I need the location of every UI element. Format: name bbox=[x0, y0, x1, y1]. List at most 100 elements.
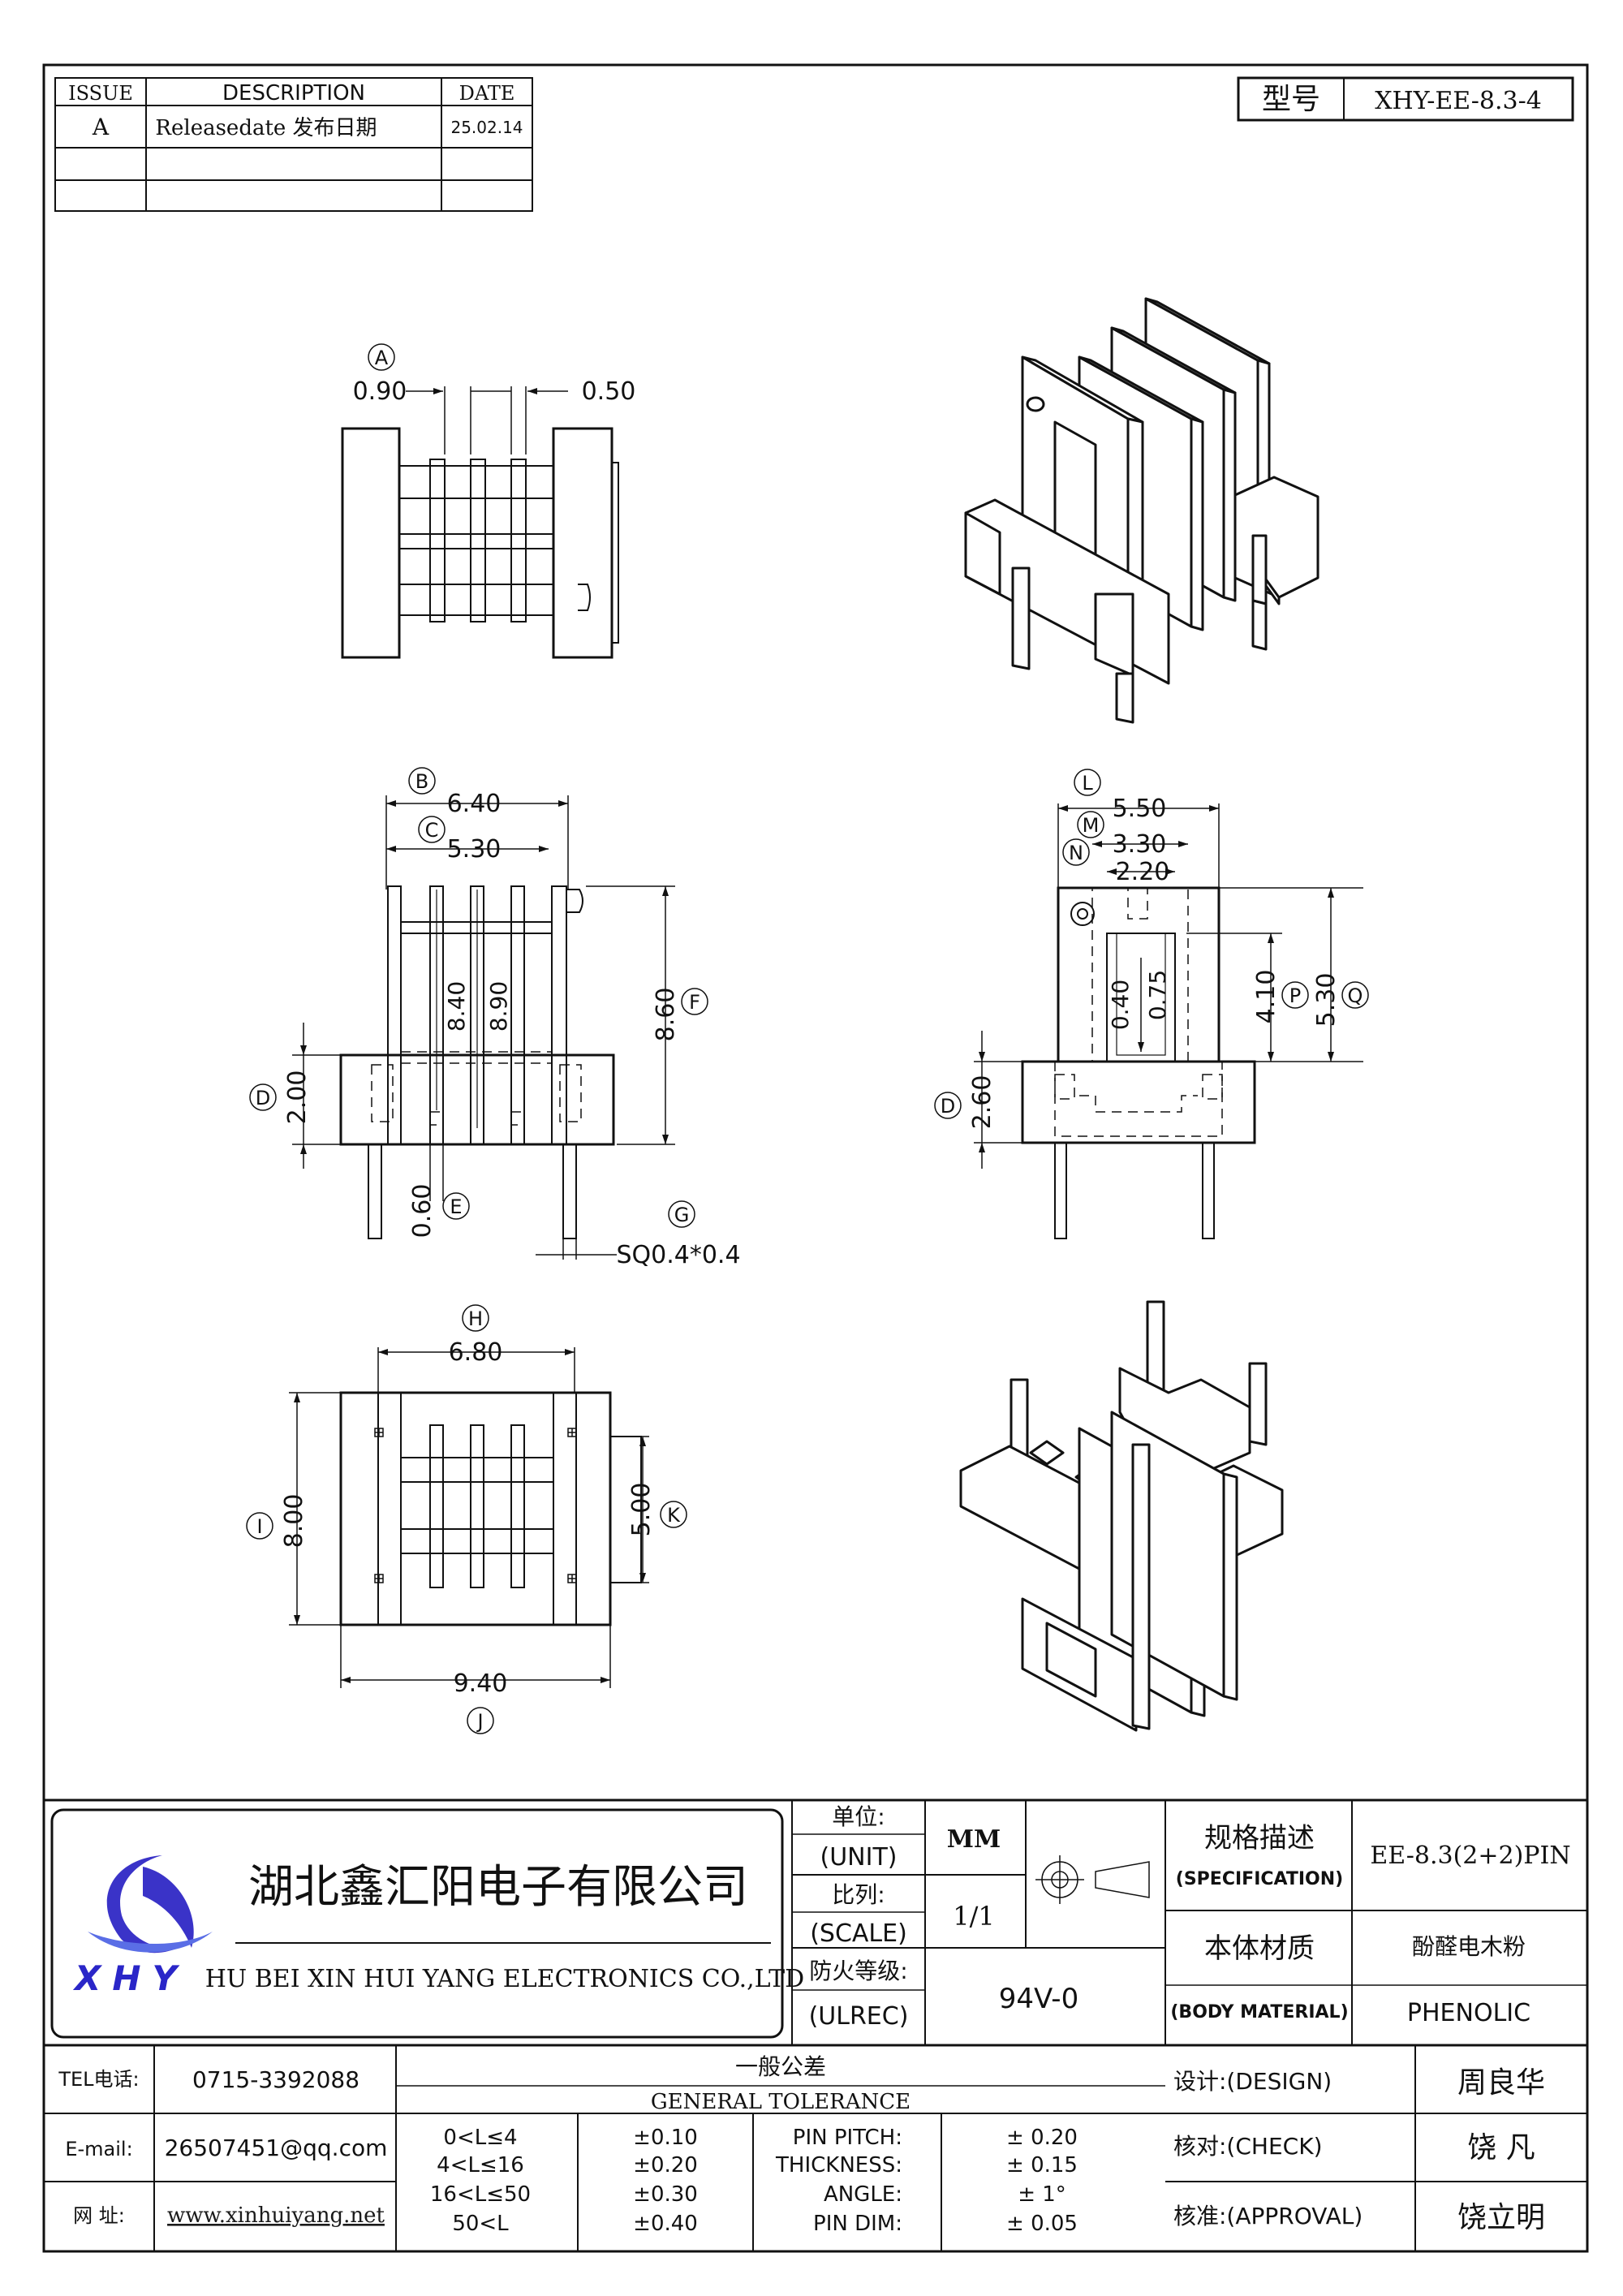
top-dim-a-right: 0.50 bbox=[582, 377, 636, 406]
front-dim-c: 5.30 bbox=[447, 835, 502, 864]
side-dim-p: 4.10 bbox=[1252, 970, 1281, 1024]
tol-item-value-3: ± 1° bbox=[1018, 2182, 1066, 2207]
bottom-balloon-j: J bbox=[476, 1710, 483, 1733]
ul-value: 94V-0 bbox=[999, 1983, 1078, 2015]
tolerance-title-cn: 一般公差 bbox=[735, 2053, 826, 2080]
approval-label: 核准:(APPROVAL) bbox=[1173, 2203, 1363, 2229]
web-link[interactable]: www.xinhuiyang.net bbox=[167, 2203, 385, 2228]
model-box: 型号 XHY-EE-8.3-4 bbox=[1237, 76, 1574, 122]
tol-value-1: ±0.10 bbox=[633, 2126, 698, 2150]
front-dim-f: 8.60 bbox=[652, 988, 680, 1042]
tol-item-1: PIN PITCH: bbox=[793, 2126, 902, 2150]
top-balloon-a: A bbox=[375, 347, 389, 369]
rev-header-issue: ISSUE bbox=[68, 82, 133, 105]
material-label-cn: 本体材质 bbox=[1204, 1932, 1315, 1965]
front-dim-b: 6.40 bbox=[447, 790, 502, 818]
rev-header-description: DESCRIPTION bbox=[222, 81, 365, 106]
side-dim-n: 2.20 bbox=[1116, 858, 1170, 886]
tel-value: 0715-3392088 bbox=[192, 2066, 359, 2093]
unit-value: MM bbox=[947, 1825, 1001, 1854]
side-view: L 5.50 M 3.30 N 2.20 0.40 0.75 4.10 bbox=[934, 769, 1369, 1239]
front-balloon-b: B bbox=[415, 770, 428, 793]
check-label: 核对:(CHECK) bbox=[1173, 2133, 1323, 2160]
side-balloon-n: N bbox=[1069, 842, 1083, 864]
web-label: 网 址: bbox=[73, 2204, 125, 2227]
side-dim-m: 3.30 bbox=[1113, 830, 1167, 859]
rev-row-description: Releasedate 发布日期 bbox=[155, 116, 377, 140]
spec-label-en: (SPECIFICATION) bbox=[1176, 1869, 1343, 1889]
revision-table: ISSUE DESCRIPTION DATE A Releasedate 发布日… bbox=[54, 77, 533, 212]
email-label: E-mail: bbox=[65, 2138, 132, 2160]
side-dim-v2: 0.75 bbox=[1144, 970, 1171, 1020]
side-balloon-d: D bbox=[941, 1095, 955, 1118]
design-value: 周良华 bbox=[1457, 2066, 1545, 2100]
model-value: XHY-EE-8.3-4 bbox=[1375, 87, 1542, 115]
unit-label-cn: 单位: bbox=[832, 1803, 885, 1830]
rev-row-issue: A bbox=[92, 114, 110, 140]
email-value: 26507451@qq.com bbox=[165, 2134, 388, 2161]
spec-value: EE-8.3(2+2)PIN bbox=[1370, 1842, 1570, 1870]
tol-item-4: PIN DIM: bbox=[813, 2212, 902, 2236]
tolerance-rows: 0<L≤4 ±0.10 PIN PITCH: ± 0.20 4<L≤16 ±0.… bbox=[430, 2126, 1078, 2236]
bottom-dim-h: 6.80 bbox=[449, 1338, 503, 1367]
front-balloon-d: D bbox=[256, 1087, 270, 1109]
tol-item-value-4: ± 0.05 bbox=[1006, 2212, 1078, 2236]
company-name-en: HU BEI XIN HUI YANG ELECTRONICS CO.,LTD bbox=[205, 1965, 804, 1993]
front-balloon-c: C bbox=[425, 819, 439, 842]
rev-header-date: DATE bbox=[459, 82, 515, 105]
company-name-cn: 湖北鑫汇阳电子有限公司 bbox=[248, 1861, 748, 1914]
tol-item-2: THICKNESS: bbox=[775, 2153, 902, 2178]
front-dim-e: 0.60 bbox=[408, 1184, 437, 1238]
side-dim-v1: 0.40 bbox=[1107, 980, 1134, 1030]
bottom-dim-k: 5.00 bbox=[627, 1483, 656, 1537]
side-balloon-q: Q bbox=[1348, 984, 1363, 1007]
front-dim-d: 2.00 bbox=[283, 1070, 312, 1125]
front-balloon-g: G bbox=[674, 1204, 690, 1226]
front-dim-inner2: 8.90 bbox=[485, 981, 512, 1032]
design-label: 设计:(DESIGN) bbox=[1173, 2068, 1332, 2095]
tol-range-1: 0<L≤4 bbox=[443, 2126, 517, 2150]
projection-symbol-icon bbox=[1035, 1855, 1150, 1904]
material-value-cn: 酚醛电木粉 bbox=[1412, 1933, 1526, 1960]
scale-label-cn: 比列: bbox=[832, 1881, 885, 1908]
title-block: XHY 湖北鑫汇阳电子有限公司 HU BEI XIN HUI YANG ELEC… bbox=[44, 1798, 1587, 2251]
tol-item-3: ANGLE: bbox=[824, 2182, 902, 2207]
material-label-en: (BODY MATERIAL) bbox=[1170, 2002, 1348, 2022]
top-view: A 0.90 0.50 bbox=[341, 343, 636, 659]
rev-row-date: 25.02.14 bbox=[450, 118, 523, 137]
bottom-view: H 6.80 8.00 I 5.00 K 9. bbox=[246, 1304, 687, 1734]
bottom-balloon-k: K bbox=[667, 1504, 681, 1527]
ul-label-en: (ULREC) bbox=[809, 2002, 909, 2031]
ul-label-cn: 防火等级: bbox=[809, 1958, 907, 1984]
front-view: B 6.40 C 5.30 8.40 8.90 8.60 F bbox=[249, 767, 741, 1269]
front-dim-g: SQ0.4*0.4 bbox=[616, 1241, 740, 1269]
tol-value-2: ±0.20 bbox=[633, 2153, 698, 2178]
tol-item-value-1: ± 0.20 bbox=[1006, 2126, 1078, 2150]
tel-label: TEL电话: bbox=[58, 2068, 139, 2091]
front-dim-inner1: 8.40 bbox=[443, 981, 470, 1032]
side-balloon-m: M bbox=[1083, 814, 1100, 837]
spec-label-cn: 规格描述 bbox=[1204, 1822, 1315, 1854]
check-value: 饶 凡 bbox=[1467, 2131, 1535, 2165]
tolerance-title-en: GENERAL TOLERANCE bbox=[651, 2090, 911, 2114]
bottom-balloon-i: I bbox=[256, 1515, 262, 1538]
bottom-dim-i: 8.00 bbox=[280, 1494, 308, 1549]
model-label: 型号 bbox=[1262, 83, 1320, 116]
side-dim-l: 5.50 bbox=[1113, 795, 1167, 823]
material-value-en: PHENOLIC bbox=[1407, 1999, 1530, 2027]
front-balloon-e: E bbox=[450, 1195, 462, 1218]
scale-value: 1/1 bbox=[953, 1901, 995, 1932]
unit-label-en: (UNIT) bbox=[820, 1843, 898, 1872]
tol-item-value-2: ± 0.15 bbox=[1006, 2153, 1078, 2178]
side-balloon-p: P bbox=[1289, 984, 1301, 1007]
tol-range-4: 50<L bbox=[452, 2212, 509, 2236]
company-logo: XHY bbox=[72, 1855, 213, 1998]
side-dim-d: 2.60 bbox=[968, 1075, 997, 1130]
sheet-border bbox=[42, 63, 1589, 2253]
isometric-view-top bbox=[964, 297, 1319, 724]
company-logo-text: XHY bbox=[72, 1958, 188, 1998]
tol-value-3: ±0.30 bbox=[633, 2182, 698, 2207]
approval-value: 饶立明 bbox=[1457, 2201, 1545, 2234]
tol-range-2: 4<L≤16 bbox=[437, 2153, 524, 2178]
